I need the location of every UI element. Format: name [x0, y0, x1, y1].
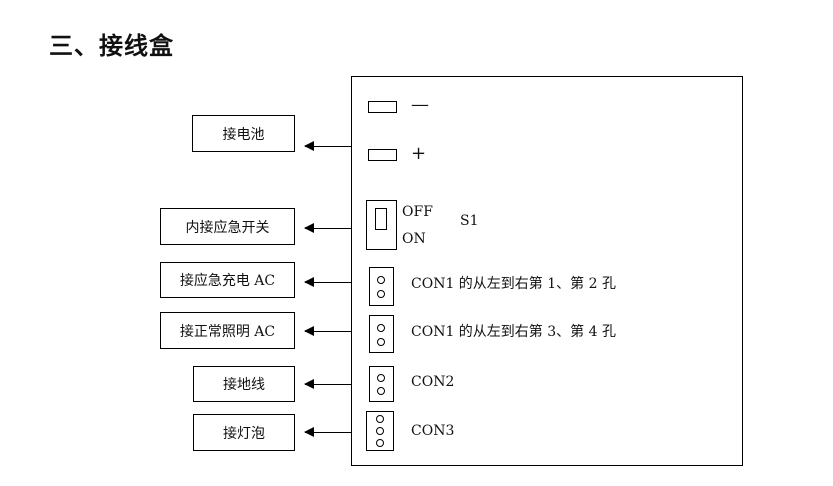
con1-holes-3-4 [369, 315, 394, 353]
arrow-emergency-charge-ac [304, 277, 351, 287]
hole [377, 338, 385, 346]
label-battery: 接电池 [192, 115, 295, 152]
hole [376, 427, 384, 435]
switch-knob [375, 208, 387, 230]
arrow-battery [304, 141, 351, 151]
label-emergency-charge-ac: 接应急充电 AC [160, 262, 295, 298]
junction-box-panel [351, 76, 743, 466]
con2-connector [369, 366, 394, 402]
section-heading: 三、接线盒 [49, 32, 174, 60]
hole [377, 374, 385, 382]
con3-connector [366, 411, 394, 451]
arrow-emergency-switch [304, 223, 351, 233]
switch-off-label: OFF [402, 204, 433, 220]
battery-plus-terminal [368, 149, 397, 161]
arrow-normal-light-ac [304, 326, 351, 336]
label-ground: 接地线 [193, 366, 295, 402]
arrow-lamp [304, 427, 351, 437]
label-emergency-switch: 内接应急开关 [160, 208, 295, 245]
con2-label: CON2 [411, 374, 455, 390]
hole [377, 324, 385, 332]
switch-name-label: S1 [460, 213, 479, 229]
switch-s1 [366, 200, 397, 250]
battery-minus-terminal [368, 101, 397, 113]
label-normal-light-ac: 接正常照明 AC [160, 312, 295, 349]
hole [376, 415, 384, 423]
hole [376, 439, 384, 447]
hole [377, 387, 385, 395]
con3-label: CON3 [411, 423, 455, 439]
switch-on-label: ON [402, 231, 426, 247]
label-lamp: 接灯泡 [193, 414, 295, 451]
arrow-ground [304, 379, 351, 389]
con1-b-label: CON1 的从左到右第 3、第 4 孔 [411, 324, 616, 340]
plus-sign: + [411, 143, 427, 164]
con1-holes-1-2 [369, 267, 394, 306]
minus-sign: — [411, 94, 429, 115]
con1-a-label: CON1 的从左到右第 1、第 2 孔 [411, 276, 616, 292]
hole [377, 276, 385, 284]
hole [377, 290, 385, 298]
